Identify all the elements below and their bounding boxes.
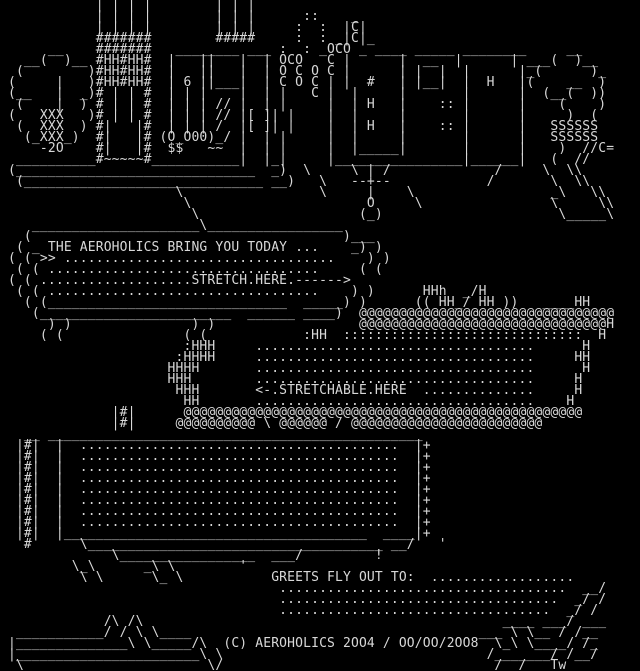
ascii-nfo-screen: | | | | | | | | | | | | | | :: _ | | | |… [7, 0, 615, 671]
ascii-art: | | | | | | | | | | | | | | :: _ | | | |… [7, 0, 615, 671]
